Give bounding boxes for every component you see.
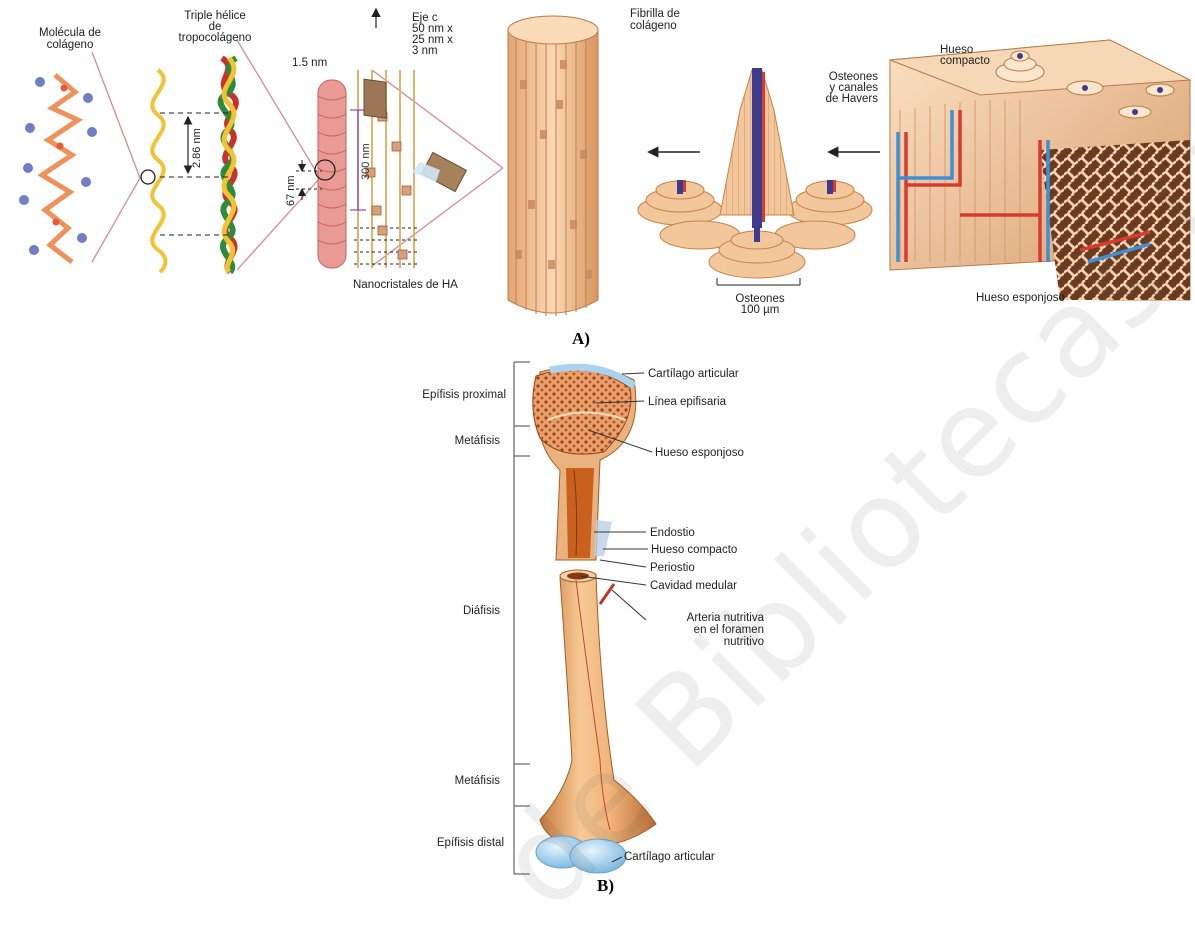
articular-cartilage-top-label: Cartílago articular bbox=[648, 368, 739, 380]
compact-bone-label-a: Hueso compacto bbox=[940, 45, 990, 67]
periosteum-label: Periostio bbox=[650, 562, 695, 574]
figure-stage: Molécula de colágeno Triple hélice de tr… bbox=[0, 0, 1195, 902]
ha-nanocrystals-label: Nanocristales de HA bbox=[353, 279, 458, 291]
osteons-havers-label: Osteones y canales de Havers bbox=[780, 72, 878, 105]
proximal-epiphysis-label: Epífisis proximal bbox=[360, 389, 506, 401]
metaphysis-top-label: Metáfisis bbox=[360, 435, 500, 447]
triple-helix-icon bbox=[221, 58, 236, 272]
metaphysis-bottom-label: Metáfisis bbox=[360, 775, 500, 787]
tropocollagen-single-strand-icon bbox=[141, 70, 165, 272]
panel-a-caption: A) bbox=[572, 333, 590, 345]
compact-bone-label-b: Hueso compacto bbox=[651, 544, 737, 556]
dimension-67-nm: 67 nm bbox=[285, 175, 297, 206]
diaphysis-label: Diáfisis bbox=[360, 605, 500, 617]
dimension-300-nm: 300 nm bbox=[360, 143, 372, 180]
c-axis-crystal-label: Eje c 50 nm x 25 nm x 3 nm bbox=[412, 13, 453, 57]
collagen-molecule-label: Molécula de colágeno bbox=[10, 27, 130, 51]
spongy-bone-label-b: Hueso esponjoso bbox=[655, 447, 744, 459]
microfibril-icon bbox=[296, 80, 346, 268]
epiphyseal-line-label: Línea epifisaria bbox=[648, 396, 726, 408]
collagen-molecule-icon bbox=[19, 75, 97, 262]
osteons-scale-label: Osteones 100 µm bbox=[712, 294, 808, 316]
collagen-fibril-label: Fibrilla de colágeno bbox=[630, 8, 680, 32]
dimension-2-86-nm: 2.86 nm bbox=[191, 128, 203, 168]
dimension-1-5-nm: 1.5 nm bbox=[292, 57, 327, 69]
endosteum-label: Endostio bbox=[650, 527, 695, 539]
triple-helix-label: Triple hélice de tropocolágeno bbox=[160, 11, 270, 44]
collagen-fibril-cylinder-icon bbox=[508, 16, 598, 316]
